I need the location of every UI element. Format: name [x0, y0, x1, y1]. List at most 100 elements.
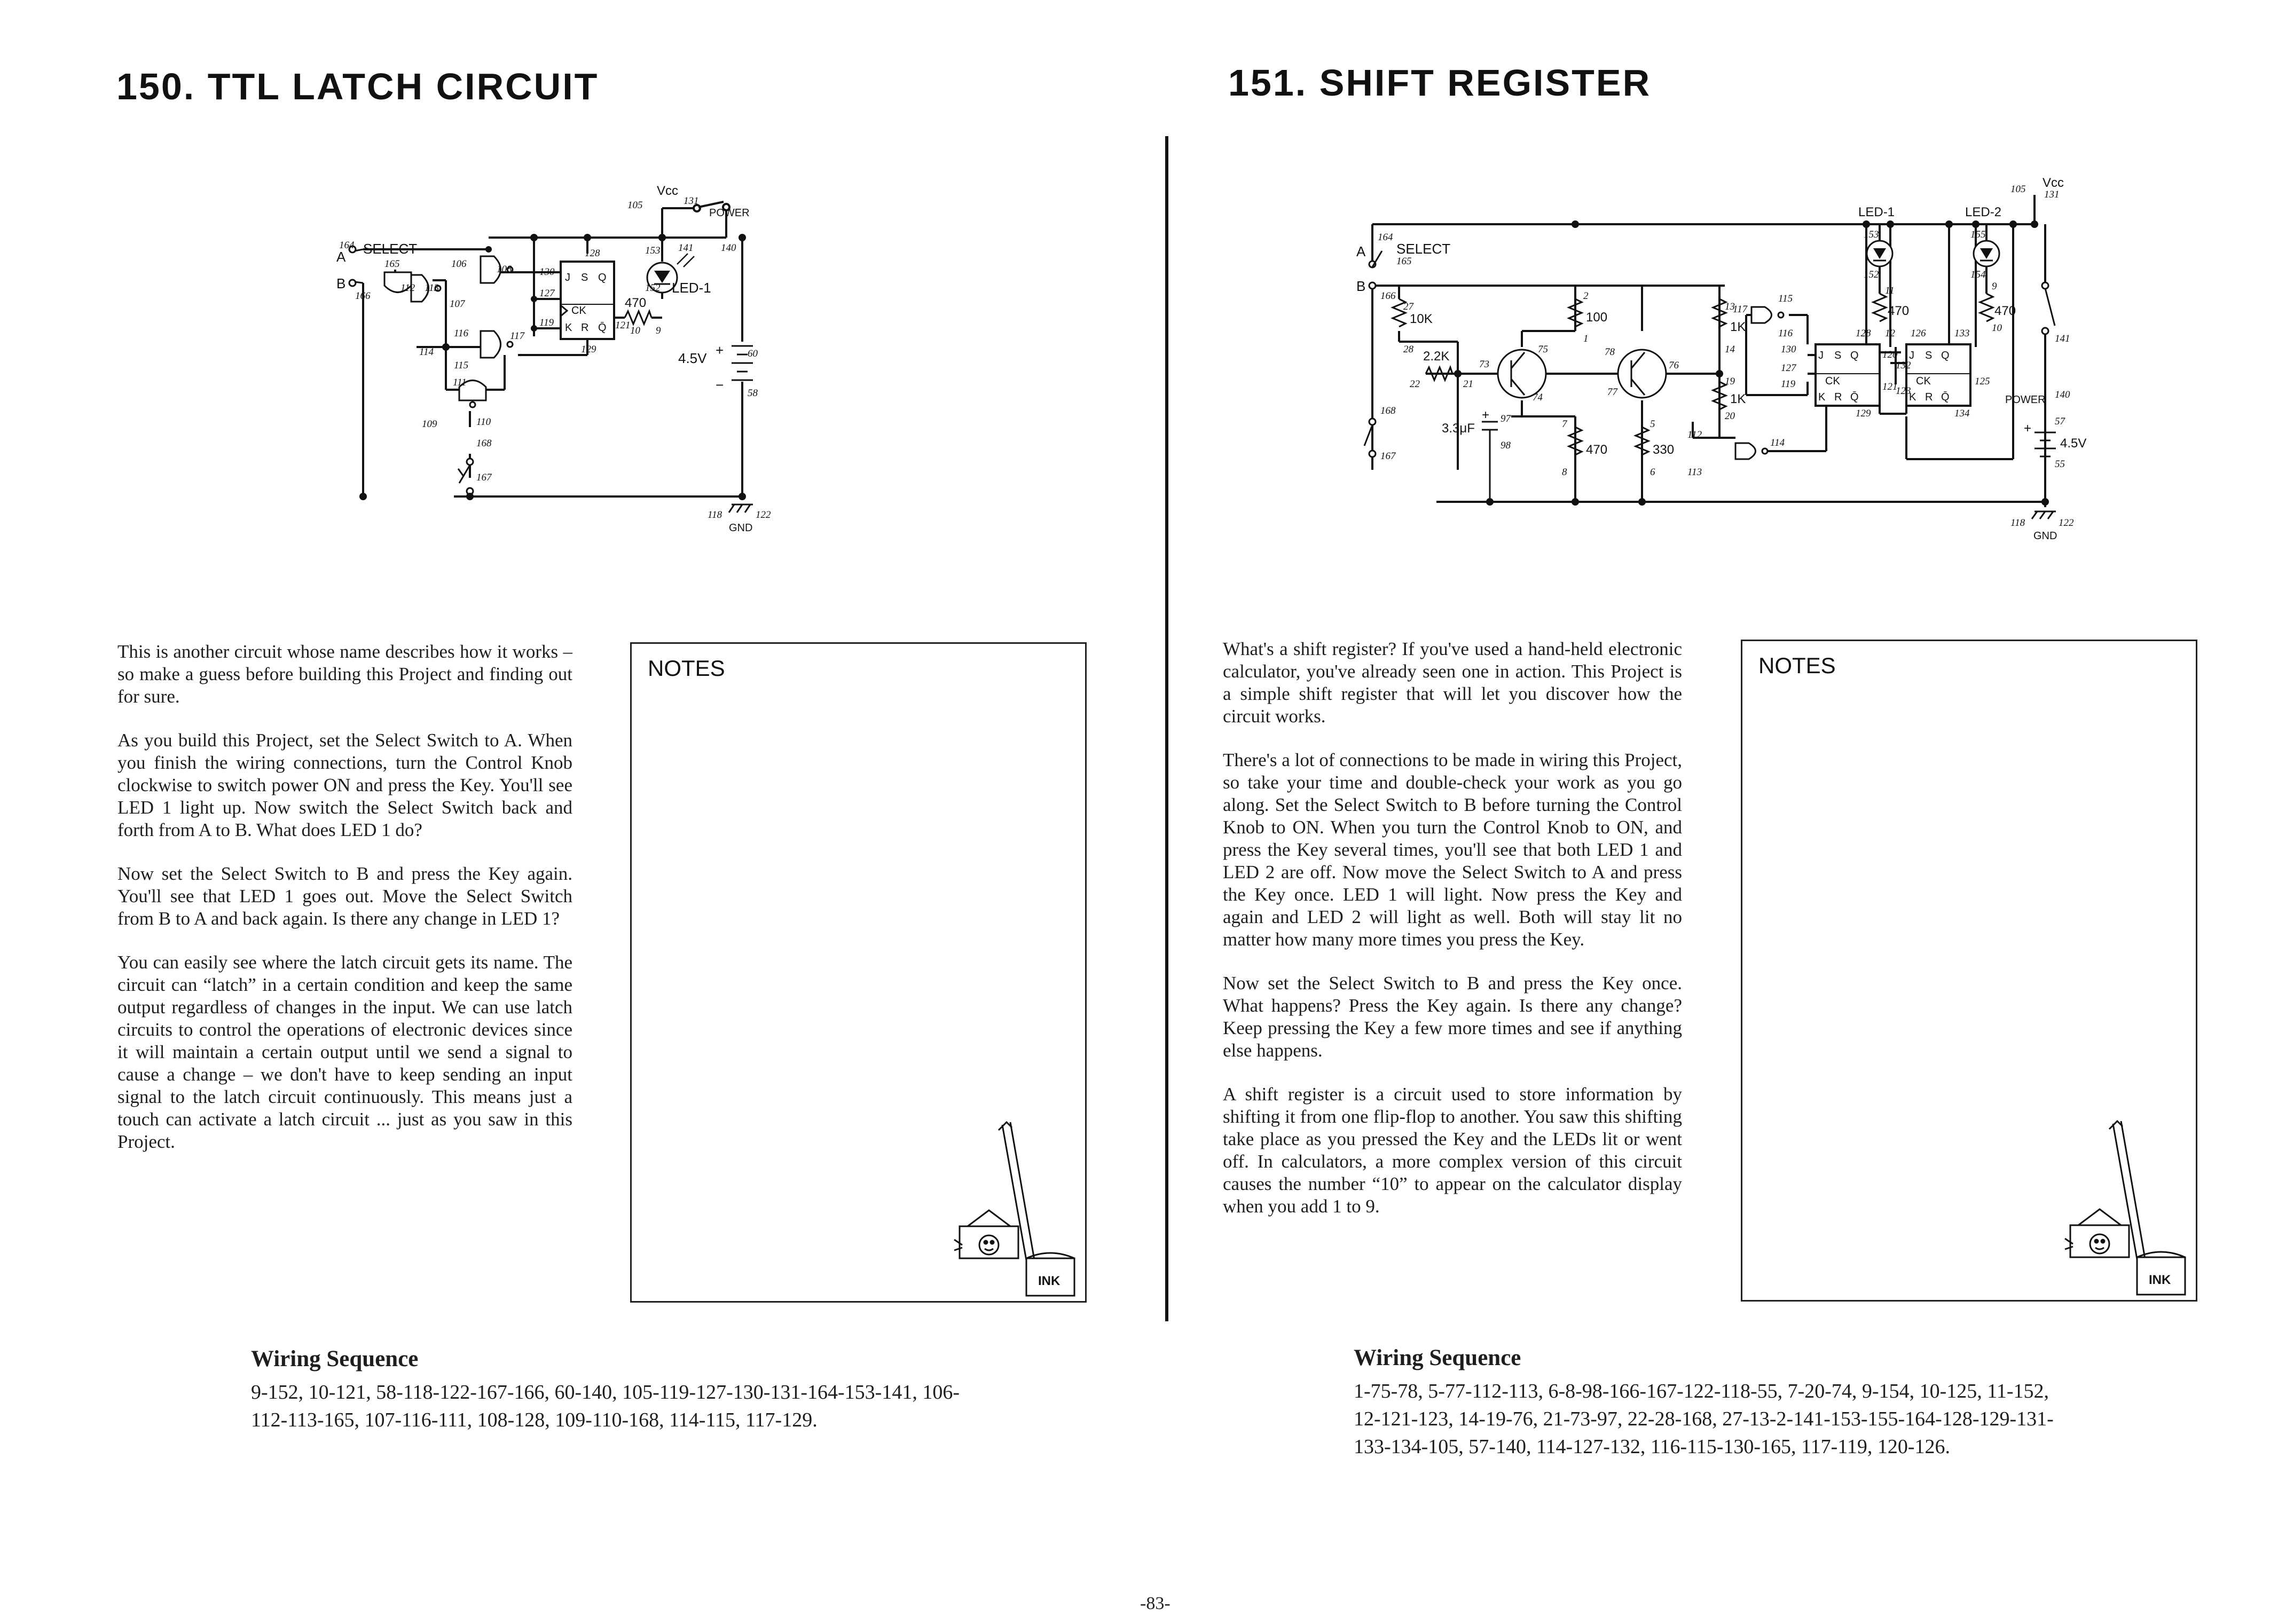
terminal-label: 125: [1975, 376, 1990, 387]
right-wiring-section: Wiring Sequence 1-75-78, 5-77-112-113, 6…: [1354, 1344, 2064, 1461]
terminal-label: 152: [1864, 269, 1879, 280]
latch-circuit-schematic: Vcc POWER SELECT A B LED-1 470 4.5V + − …: [336, 184, 771, 534]
mascot-ink-label: INK: [1038, 1274, 1061, 1288]
terminal-label: 107: [450, 298, 466, 310]
terminal-label: 123: [1896, 385, 1911, 397]
ff2-q: Q: [1941, 350, 1950, 361]
terminal-label: 113: [425, 282, 439, 294]
paragraph: You can easily see where the latch circu…: [117, 952, 572, 1152]
terminal-label: 129: [581, 344, 596, 355]
page-divider: [1165, 136, 1168, 1321]
ff1-qbar: Q̄: [1850, 391, 1859, 403]
ff2-r: R: [1925, 391, 1933, 403]
terminal-label: 164: [339, 240, 355, 251]
terminal-label: 120: [1882, 349, 1898, 360]
terminal-label: 129: [1856, 408, 1871, 419]
wiring-heading: Wiring Sequence: [251, 1346, 419, 1371]
paragraph: As you build this Project, set the Selec…: [117, 730, 572, 840]
resistor-2-2k-label: 2.2K: [1423, 349, 1449, 364]
select-b-label: B: [1356, 278, 1365, 294]
terminal-label: 5: [1650, 419, 1655, 430]
terminal-label: 167: [1380, 451, 1396, 462]
ff-ck: CK: [571, 305, 586, 317]
terminal-label: 12: [1885, 328, 1896, 339]
terminal-label: 110: [476, 416, 491, 428]
ff1-s: S: [1834, 350, 1841, 361]
ff-qbar: Q̄: [598, 321, 607, 334]
terminal-label: 74: [1533, 392, 1543, 403]
ff1-ck: CK: [1825, 375, 1840, 387]
left-body-text: This is another circuit whose name descr…: [117, 641, 572, 1174]
power-label: POWER: [2005, 394, 2046, 406]
paragraph: This is another circuit whose name descr…: [117, 641, 572, 707]
terminal-label: 168: [1380, 405, 1396, 416]
terminal-label: 112: [1687, 429, 1702, 440]
terminal-label: 115: [1778, 293, 1793, 304]
terminal-label: 155: [1970, 229, 1986, 240]
terminal-label: 130: [1781, 344, 1796, 355]
terminal-label: 118: [2010, 517, 2025, 529]
battery-minus: −: [716, 377, 724, 393]
terminal-label: 78: [1605, 346, 1615, 358]
ff2-j: J: [1909, 350, 1914, 361]
terminal-label: 19: [1725, 376, 1735, 387]
terminal-label: 131: [2044, 189, 2060, 200]
terminal-label: 167: [476, 472, 492, 483]
terminal-label: 14: [1725, 344, 1735, 355]
terminal-label: 140: [721, 242, 736, 254]
terminal-label: 8: [1562, 467, 1567, 478]
terminal-label: 166: [355, 290, 371, 302]
notes-label: NOTES: [648, 656, 725, 681]
mascot-illustration: INK: [2064, 1120, 2186, 1296]
terminal-label: 6: [1650, 467, 1655, 478]
resistor-1k-a-label: 1K: [1730, 320, 1746, 334]
terminal-label: 165: [1396, 256, 1412, 267]
select-a-label: A: [336, 249, 346, 265]
paragraph: A shift register is a circuit used to st…: [1223, 1084, 1682, 1217]
left-notes-box: NOTES INK: [630, 642, 1087, 1303]
terminal-label: 115: [454, 360, 468, 371]
ff2-k: K: [1909, 391, 1916, 403]
terminal-label: 119: [1781, 379, 1796, 390]
terminal-label: 27: [1403, 301, 1415, 312]
terminal-label: 97: [1501, 413, 1512, 424]
terminal-label: 127: [539, 288, 555, 299]
terminal-label: 133: [1954, 328, 1970, 339]
paragraph: There's a lot of connections to be made …: [1223, 750, 1682, 950]
terminal-label: 168: [476, 438, 492, 449]
terminal-label: 130: [539, 266, 555, 278]
terminal-label: 140: [2055, 389, 2070, 400]
terminal-label: 98: [1501, 440, 1511, 451]
terminal-label: 9: [1992, 281, 1997, 292]
resistor-470-label: 470: [625, 296, 646, 310]
resistor-1k-b-label: 1K: [1730, 392, 1746, 406]
resistor-100-label: 100: [1586, 310, 1607, 325]
terminal-label: 128: [585, 248, 600, 259]
terminal-label: 112: [400, 282, 415, 294]
select-label: SELECT: [363, 241, 417, 257]
vcc-label: Vcc: [657, 184, 678, 198]
terminal-label: 119: [539, 317, 554, 328]
battery-label: 4.5V: [678, 350, 707, 366]
wiring-heading: Wiring Sequence: [1354, 1345, 1521, 1370]
page-number: -83-: [1140, 1594, 1171, 1613]
terminal-label: 11: [1885, 285, 1895, 296]
terminal-label: 28: [1403, 344, 1414, 355]
resistor-330-label: 330: [1653, 443, 1674, 457]
terminal-label: 10: [1992, 322, 2002, 334]
battery-label: 4.5V: [2060, 436, 2086, 451]
ff-q: Q: [598, 272, 607, 283]
terminal-label: 122: [2059, 517, 2074, 529]
right-body-text: What's a shift register? If you've used …: [1223, 638, 1682, 1239]
terminal-label: 128: [1856, 328, 1871, 339]
paragraph: Now set the Select Switch to B and press…: [117, 863, 572, 929]
terminal-label: 132: [1896, 360, 1911, 371]
notes-label: NOTES: [1758, 653, 1836, 678]
ff-k: K: [565, 322, 572, 334]
terminal-label: 165: [384, 258, 400, 270]
terminal-label: 105: [2010, 184, 2026, 195]
led2-label: LED-2: [1965, 205, 2001, 219]
terminal-label: 111: [453, 377, 467, 388]
vcc-label: Vcc: [2043, 176, 2064, 190]
battery-plus: +: [716, 342, 724, 358]
